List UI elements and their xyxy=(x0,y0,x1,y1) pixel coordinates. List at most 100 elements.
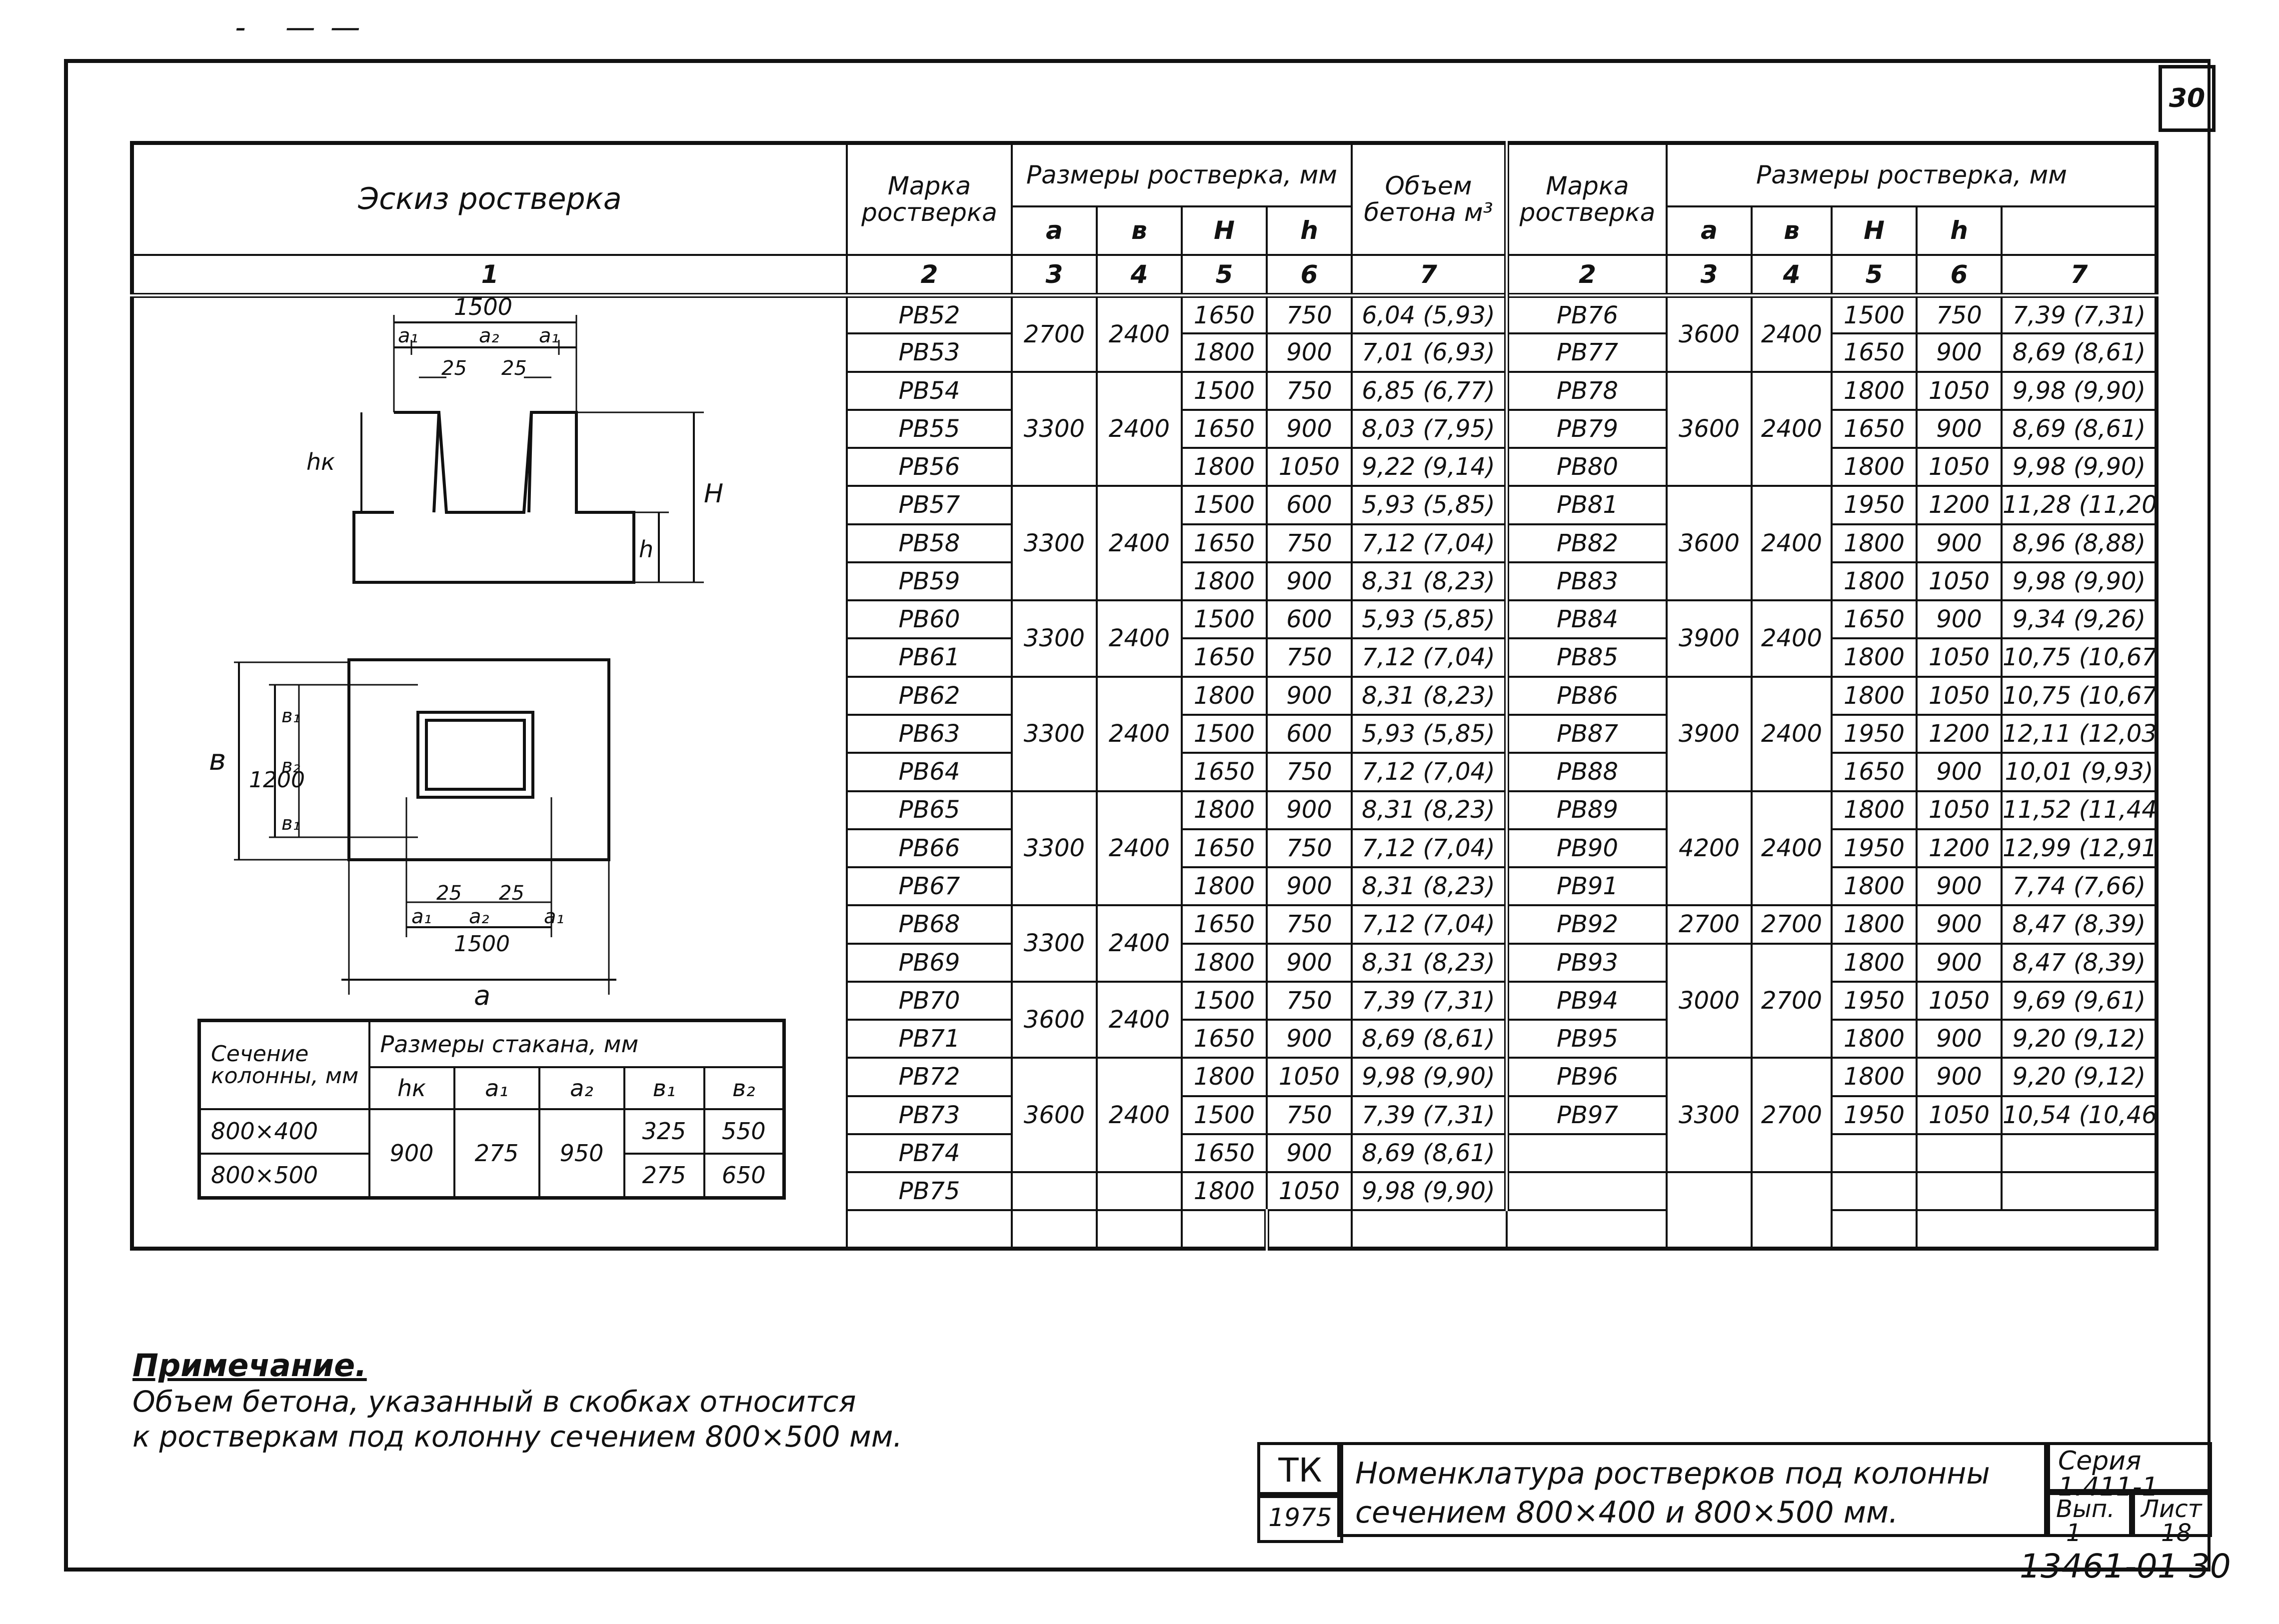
header-mark-right: Марка ростверка xyxy=(1504,142,1668,256)
right-a xyxy=(1666,1171,1753,1250)
right-mark: РВ97 xyxy=(1504,1095,1668,1135)
note-line-2: к ростверкам под колонну сечением 800×50… xyxy=(132,1420,902,1454)
header-mark-left: Марка ростверка xyxy=(846,142,1013,256)
right-mark: РВ95 xyxy=(1504,1019,1668,1059)
right-h: 1050 xyxy=(1916,370,2003,411)
left-h: 1050 xyxy=(1265,447,1353,487)
right-H: 1800 xyxy=(1831,561,1918,602)
right-h: 1050 xyxy=(1916,1095,2003,1135)
right-b: 2400 xyxy=(1751,790,1833,907)
left-volume: 6,85 (6,77) xyxy=(1351,370,1508,411)
left-H: 1650 xyxy=(1181,904,1268,945)
header-a-right: а xyxy=(1666,205,1753,256)
left-h: 750 xyxy=(1265,828,1353,869)
left-H: 1650 xyxy=(1181,1133,1268,1174)
right-H xyxy=(1831,1171,1918,1212)
right-H xyxy=(1831,1133,1918,1174)
right-mark xyxy=(1504,1171,1668,1212)
left-a: 3300 xyxy=(1011,485,1098,602)
title-line-1: Номенклатура ростверков под колонны xyxy=(1355,1456,1990,1491)
header-h-left: h xyxy=(1265,205,1353,256)
left-H: 1800 xyxy=(1181,1057,1268,1097)
left-mark: РВ55 xyxy=(846,408,1013,449)
right-mark: РВ91 xyxy=(1504,866,1668,907)
header-h-right: h xyxy=(1916,205,2003,256)
left-b: 2400 xyxy=(1096,675,1183,792)
left-H: 1650 xyxy=(1181,294,1268,335)
left-h: 900 xyxy=(1265,1133,1353,1174)
colnum-5: 5 xyxy=(1181,253,1268,297)
left-volume: 7,12 (7,04) xyxy=(1351,752,1508,792)
series-label: Серия xyxy=(2058,1446,2142,1476)
left-volume: 6,04 (5,93) xyxy=(1351,294,1508,335)
left-mark: РВ53 xyxy=(846,332,1013,373)
title-block-tk: ТК xyxy=(1257,1442,1343,1498)
row2-b2: 650 xyxy=(703,1152,785,1199)
list-value: 18 xyxy=(2161,1519,2192,1547)
left-b: 2400 xyxy=(1096,294,1183,373)
left-mark: РВ67 xyxy=(846,866,1013,907)
left-h: 900 xyxy=(1265,675,1353,716)
left-b: 2400 xyxy=(1096,599,1183,678)
right-volume: 9,98 (9,90) xyxy=(2001,561,2158,602)
left-mark: РВ62 xyxy=(846,675,1013,716)
left-a: 3600 xyxy=(1011,1057,1098,1174)
left-b: 2400 xyxy=(1096,1057,1183,1174)
right-mark: РВ82 xyxy=(1504,523,1668,563)
colnum-3: 3 xyxy=(1011,253,1098,297)
right-volume: 8,47 (8,39) xyxy=(2001,904,2158,945)
right-b xyxy=(1751,1171,1833,1250)
title-line-2: сечением 800×400 и 800×500 мм. xyxy=(1355,1495,1899,1530)
left-H: 1500 xyxy=(1181,714,1268,754)
right-h: 900 xyxy=(1916,332,2003,373)
left-H: 1800 xyxy=(1181,942,1268,983)
header-dims-right: Размеры ростверка, мм xyxy=(1666,141,2158,208)
left-h: 750 xyxy=(1265,752,1353,792)
left-h: 900 xyxy=(1265,332,1353,373)
right-h: 1200 xyxy=(1916,485,2003,525)
left-volume: 7,12 (7,04) xyxy=(1351,637,1508,678)
right-volume: 12,11 (12,03) xyxy=(2001,714,2158,754)
sketch-a2-plan: a₂ xyxy=(469,905,489,928)
right-H: 1800 xyxy=(1831,942,1918,983)
right-volume: 11,28 (11,20) xyxy=(2001,485,2158,525)
left-H: 1500 xyxy=(1181,370,1268,411)
right-h: 900 xyxy=(1916,942,2003,983)
right-h: 1050 xyxy=(1916,980,2003,1021)
right-H: 1800 xyxy=(1831,370,1918,411)
left-H: 1650 xyxy=(1181,408,1268,449)
right-b: 2400 xyxy=(1751,485,1833,602)
right-volume: 12,99 (12,91) xyxy=(2001,828,2158,869)
right-h xyxy=(1506,1209,1668,1250)
left-volume: 7,39 (7,31) xyxy=(1351,1095,1508,1135)
right-a: 4200 xyxy=(1666,790,1753,907)
left-b: 2400 xyxy=(1096,904,1183,983)
right-mark: РВ77 xyxy=(1504,332,1668,373)
left-mark: РВ64 xyxy=(846,752,1013,792)
right-H: 1800 xyxy=(1831,866,1918,907)
left-H: 1500 xyxy=(1181,599,1268,640)
left-H: 1650 xyxy=(1181,1019,1268,1059)
right-volume: 9,34 (9,26) xyxy=(2001,599,2158,640)
left-H: 1800 xyxy=(1181,1171,1268,1212)
left-h: 900 xyxy=(1265,866,1353,907)
right-b: 2400 xyxy=(1751,370,1833,487)
right-mark: РВ83 xyxy=(1504,561,1668,602)
left-mark: РВ68 xyxy=(846,904,1013,945)
right-h: 1050 xyxy=(1916,675,2003,716)
col-b1: в₁ xyxy=(623,1066,705,1110)
right-mark: РВ87 xyxy=(1504,714,1668,754)
right-H: 1500 xyxy=(1831,294,1918,335)
header-H-left: Н xyxy=(1181,205,1268,256)
right-mark: РВ76 xyxy=(1504,294,1668,335)
sketch-a1-plan-right: a₁ xyxy=(544,905,564,928)
left-H: 1650 xyxy=(1181,752,1268,792)
left-H: 1500 xyxy=(1181,980,1268,1021)
sketch-a1-left: a₁ xyxy=(398,324,418,347)
right-h: 900 xyxy=(1916,866,2003,907)
right-mark: РВ85 xyxy=(1504,637,1668,678)
right-volume: 8,47 (8,39) xyxy=(2001,942,2158,983)
title-block-year: 1975 xyxy=(1257,1492,1343,1543)
row1-b1: 325 xyxy=(623,1108,705,1155)
sketch-b2: в₂ xyxy=(281,755,300,777)
